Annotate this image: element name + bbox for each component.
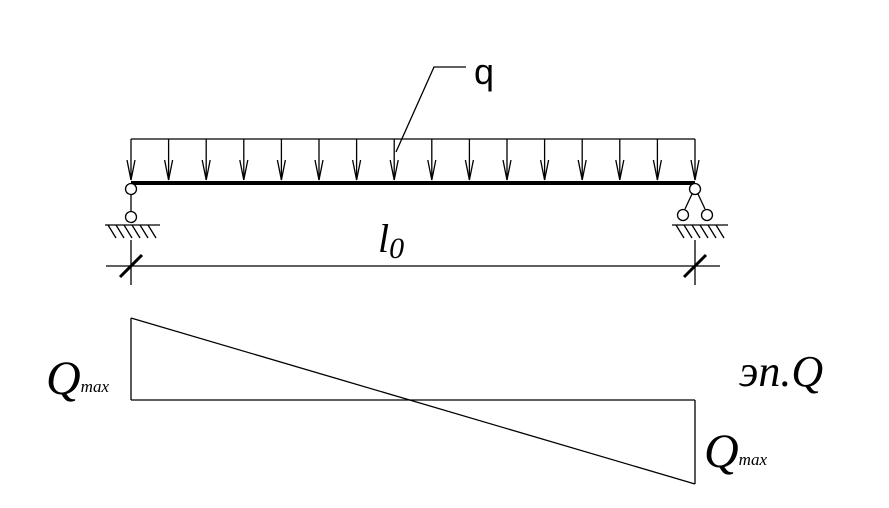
shear-left-label-sub: max [81, 377, 110, 396]
shear-right-label-main: Q [704, 425, 739, 478]
shear-right-label: Qmax [704, 425, 767, 478]
load-arrow-head [464, 159, 475, 181]
span-label-main: l [378, 216, 389, 261]
distributed-load [126, 138, 700, 181]
right-support-left-hinge [676, 208, 690, 222]
load-arrow-head [652, 159, 663, 181]
span-dimension [106, 240, 720, 285]
load-arrow-head [201, 159, 211, 181]
right-support-right-hinge [700, 208, 714, 222]
load-arrow-head [239, 159, 249, 181]
load-arrow-head [389, 159, 399, 181]
span-label-sub: 0 [389, 232, 404, 265]
left-support-bottom-hinge [124, 210, 138, 224]
shear-diagram [130, 317, 696, 485]
load-arrow-head [690, 159, 700, 181]
right-ground-hatching [675, 224, 725, 239]
load-arrow-head [163, 159, 174, 181]
shear-left-label-main: Q [46, 352, 81, 405]
load-leader-line [395, 66, 466, 153]
left-tick-mark [118, 253, 144, 279]
shear-right-label-sub: max [739, 450, 768, 469]
load-arrow-head [427, 159, 437, 181]
load-arrow-head [126, 159, 136, 181]
load-arrow-head [539, 159, 550, 181]
load-arrows [126, 139, 700, 181]
right-roller-support [672, 182, 728, 239]
diagram-label: эп.Q [739, 347, 823, 396]
load-arrow-head [276, 159, 287, 181]
right-support-rod-left [684, 193, 693, 210]
shear-left-label: Qmax [46, 352, 109, 405]
left-pin-support [105, 182, 160, 239]
load-arrow-head [351, 159, 362, 181]
load-arrow-head [502, 159, 512, 181]
shear-line [130, 317, 696, 485]
load-arrow-head [615, 159, 625, 181]
span-label: l0 [378, 216, 404, 265]
right-support-rod-right [697, 193, 706, 210]
right-tick-mark [682, 253, 708, 279]
load-arrow-head [314, 159, 324, 181]
load-label: q [474, 51, 494, 92]
right-support-top-hinge [688, 182, 702, 196]
left-support-top-hinge [124, 182, 138, 196]
load-arrow-head [577, 159, 587, 181]
left-ground-hatching [107, 224, 157, 239]
